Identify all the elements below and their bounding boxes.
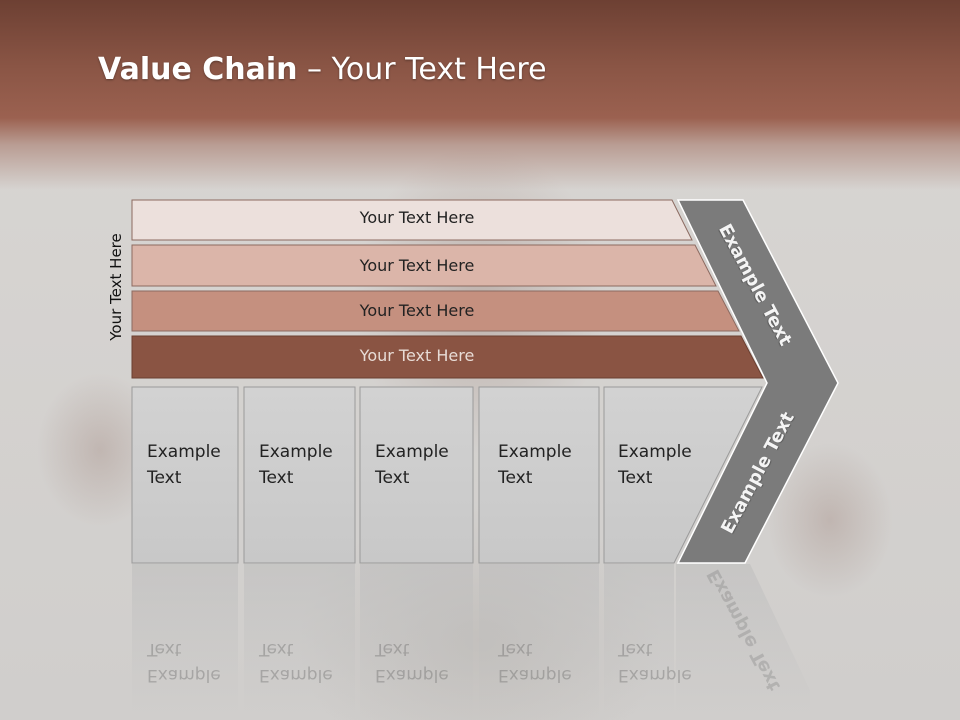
title-rest: – Your Text Here (297, 52, 547, 87)
box-2-reflection-line1: Example (259, 665, 333, 685)
boxes-reflection (132, 564, 810, 720)
box-3-reflection-line2: Text (375, 639, 410, 659)
box-reflection (360, 564, 473, 720)
box-3 (359, 386, 474, 564)
box-1-reflection-line1: Example (147, 665, 221, 685)
box-4-line1: Example (498, 442, 572, 462)
box-1-line2: Text (147, 468, 182, 488)
box-3-line2: Text (375, 468, 410, 488)
box-2-line1: Example (259, 442, 333, 462)
box-reflection (479, 564, 599, 720)
slide-title: Value Chain – Your Text Here (98, 52, 547, 87)
box-reflection (604, 564, 674, 720)
chevron-reflection (676, 564, 810, 720)
box-5-reflection-line1: Example (618, 665, 692, 685)
bar-3 (131, 290, 740, 332)
bar-3-label: Your Text Here (359, 301, 475, 320)
box-2 (243, 386, 356, 564)
box-reflection (244, 564, 355, 720)
box-4-reflection-line1: Example (498, 665, 572, 685)
box-5-line2: Text (618, 468, 653, 488)
bar-2-label: Your Text Here (359, 256, 475, 275)
box-1-reflection-line2: Text (147, 639, 182, 659)
box-3-reflection-label: Example Text (375, 636, 475, 688)
box-5-reflection-line2: Text (618, 639, 653, 659)
header-band (0, 0, 960, 190)
box-1-line1: Example (147, 442, 221, 462)
box-2-reflection-line2: Text (259, 639, 294, 659)
box-5 (603, 386, 763, 564)
box-2-reflection-label: Example Text (259, 636, 359, 688)
box-2-line2: Text (259, 468, 294, 488)
bar-2 (131, 244, 717, 287)
box-3-reflection-line1: Example (375, 665, 449, 685)
bar-1 (131, 199, 693, 241)
box-5-reflection-label: Example Text (618, 636, 718, 688)
title-bold: Value Chain (98, 52, 298, 87)
box-5-line1: Example (618, 442, 692, 462)
bar-4-label: Your Text Here (359, 346, 475, 365)
box-reflection (132, 564, 238, 720)
box-4-reflection-label: Example Text (498, 636, 598, 688)
box-4 (478, 386, 600, 564)
box-3-line1: Example (375, 442, 449, 462)
bar-4 (131, 335, 764, 379)
bar-1-label: Your Text Here (359, 208, 475, 227)
chevron-arrow (676, 199, 839, 564)
box-1-reflection-label: Example Text (147, 636, 247, 688)
box-1 (131, 386, 239, 564)
box-4-reflection-line2: Text (498, 639, 533, 659)
box-4-line2: Text (498, 468, 533, 488)
